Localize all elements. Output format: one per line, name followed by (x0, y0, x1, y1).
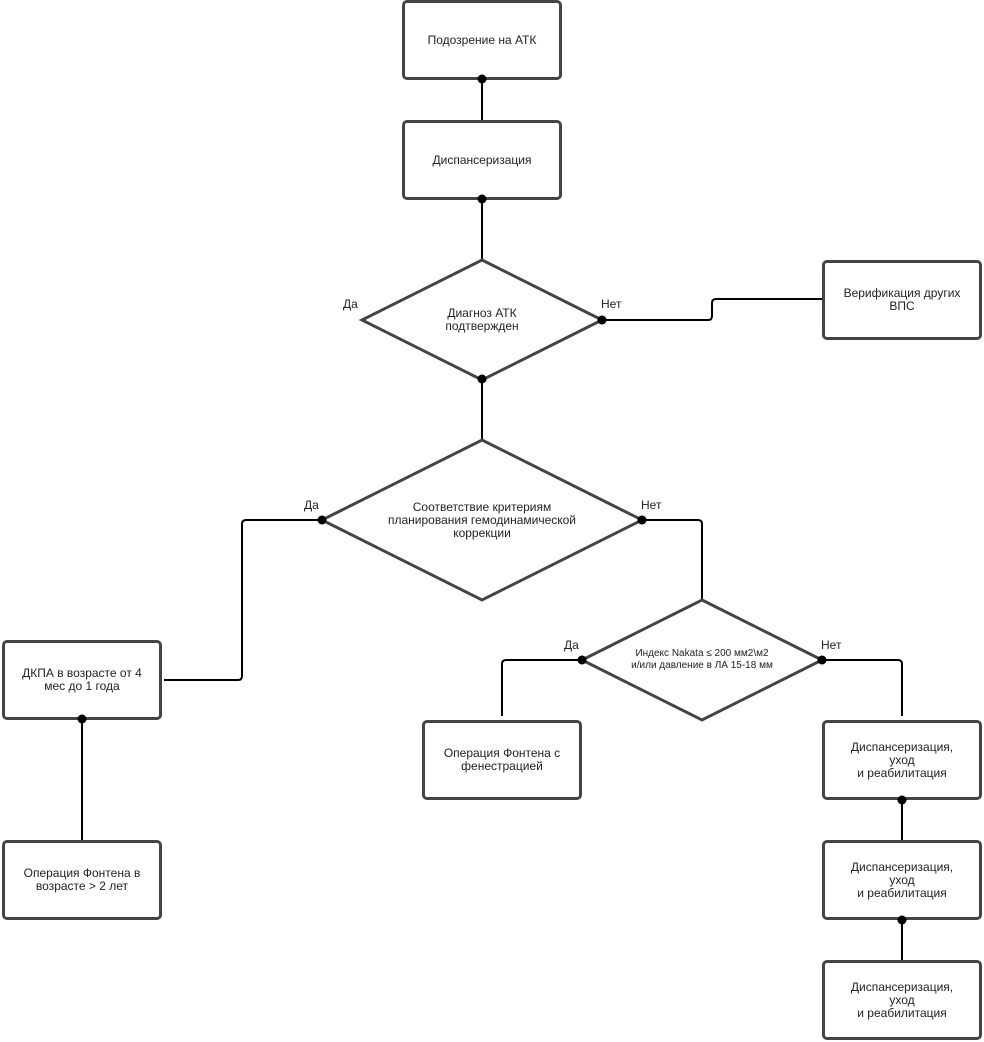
connection-point (477, 74, 487, 84)
label-nakata-yes: Да (564, 638, 579, 652)
connection-point (597, 315, 607, 325)
node-fontan-fenestration: Операция Фонтена с фенестрацией (422, 720, 582, 800)
connector-nakata-yes-fenestration (501, 659, 582, 716)
connection-point (577, 655, 587, 665)
label-criteria-yes: Да (304, 498, 319, 512)
node-dispensary: Диспансеризация (402, 120, 562, 200)
decision-nakata-shape (578, 598, 826, 722)
connector-nakata-no-care (822, 659, 903, 716)
decision-criteria-shape (318, 438, 646, 602)
node-care-3: Диспансеризация, уход и реабилитация (822, 960, 982, 1040)
connection-point (637, 515, 647, 525)
connection-point (77, 714, 87, 724)
connector-criteria-yes-dkpa (164, 519, 322, 681)
connection-point (817, 655, 827, 665)
connection-point (897, 915, 907, 925)
node-fontan-age: Операция Фонтена в возрасте > 2 лет (2, 840, 162, 920)
label-diagnosis-yes: Да (343, 297, 358, 311)
connector-criteria-no-nakata (642, 519, 703, 600)
connection-point (897, 795, 907, 805)
connection-point (477, 194, 487, 204)
node-care-2: Диспансеризация, уход и реабилитация (822, 840, 982, 920)
label-criteria-no: Нет (641, 498, 662, 512)
decision-criteria: Соответствие критериям планирования гемо… (387, 499, 577, 540)
connector-diagnosis-no-verify (602, 298, 822, 321)
connection-point (317, 515, 327, 525)
decision-nakata: Индекс Nakata ≤ 200 мм2\м2 и/или давлени… (631, 648, 773, 671)
decision-diagnosis-confirmed: Диагноз АТК подтвержден (445, 306, 519, 333)
node-verify-other-chd: Верификация других ВПС (822, 260, 982, 340)
label-nakata-no: Нет (821, 638, 842, 652)
label-diagnosis-no: Нет (601, 297, 622, 311)
connection-point (477, 374, 487, 384)
